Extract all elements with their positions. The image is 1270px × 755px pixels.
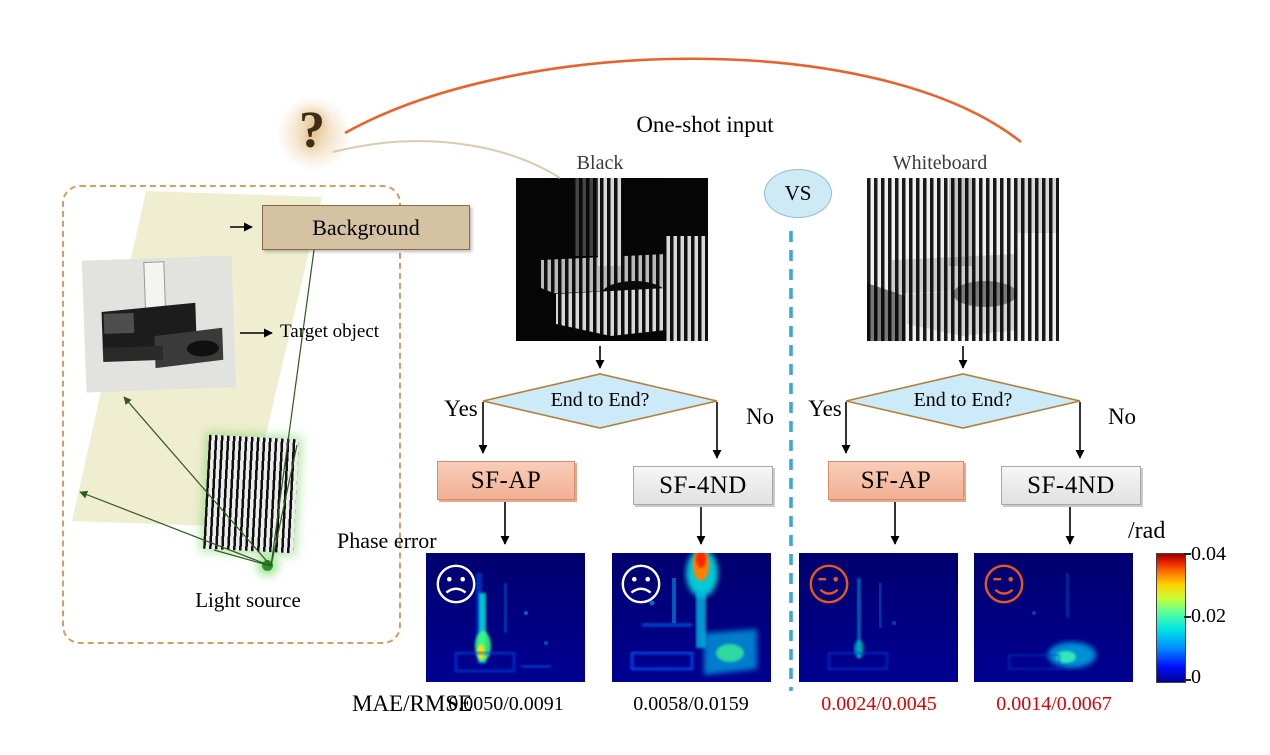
yes-label-whiteboard: Yes xyxy=(808,396,842,421)
mae-rmse-value-black-sf4nd: 0.0058/0.0159 xyxy=(633,693,749,715)
mae-rmse-value-whiteboard-sfap: 0.0024/0.0045 xyxy=(821,693,937,715)
yes-label-black: Yes xyxy=(444,396,478,421)
light-source-icon xyxy=(262,560,273,571)
phase-error-map-whiteboard-sf4nd xyxy=(974,553,1133,682)
colorbar-tick xyxy=(1184,679,1191,681)
fringe-photo-whiteboard xyxy=(867,178,1059,341)
whiteboard-input-label: Whiteboard xyxy=(892,152,988,174)
sf-ap-box-black: SF-AP xyxy=(437,461,575,500)
colorbar xyxy=(1156,553,1186,683)
colorbar-tick-min: 0 xyxy=(1191,666,1201,688)
question-arc xyxy=(332,140,561,179)
setup-panel-frame xyxy=(62,185,401,644)
vs-text: VS xyxy=(784,181,812,205)
colorbar-unit-label: /rad xyxy=(1128,518,1166,544)
decision-question-whiteboard: End to End? xyxy=(913,389,1013,411)
sf-4nd-label: SF-4ND xyxy=(659,471,747,499)
sf-ap-label: SF-AP xyxy=(860,466,932,494)
sf-4nd-box-whiteboard: SF-4ND xyxy=(1001,466,1141,505)
background-label: Background xyxy=(312,215,420,240)
colorbar-tick xyxy=(1184,553,1191,555)
vs-badge: VS xyxy=(764,169,832,218)
decision-question-black: End to End? xyxy=(550,389,650,411)
mae-rmse-value-whiteboard-sf4nd: 0.0014/0.0067 xyxy=(996,693,1112,715)
target-object-photo xyxy=(81,255,237,393)
colorbar-tick-max: 0.04 xyxy=(1191,543,1226,565)
phase-error-map-black-sf4nd xyxy=(611,553,772,682)
sad-face-icon xyxy=(436,564,476,604)
no-label-black: No xyxy=(745,404,775,429)
background-box: Background xyxy=(262,205,470,250)
sf-ap-label: SF-AP xyxy=(470,466,542,494)
sf-ap-box-whiteboard: SF-AP xyxy=(828,461,964,500)
colorbar-tick-mid: 0.02 xyxy=(1191,605,1226,627)
one-shot-input-title: One-shot input xyxy=(636,112,774,137)
sf-4nd-label: SF-4ND xyxy=(1027,471,1115,499)
question-mark-icon: ? xyxy=(299,102,325,159)
sf-4nd-box-black: SF-4ND xyxy=(633,466,773,505)
phase-error-map-whiteboard-sfap xyxy=(799,553,958,682)
happy-wink-face-icon xyxy=(984,564,1024,604)
sad-face-icon xyxy=(621,564,661,604)
phase-error-map-black-sfap xyxy=(426,553,585,682)
mae-rmse-label: MAE/RMSE xyxy=(352,691,473,716)
phase-error-label: Phase error xyxy=(337,528,437,553)
target-object-label: Target object xyxy=(280,321,380,342)
light-source-label: Light source xyxy=(195,588,301,612)
black-input-label: Black xyxy=(576,152,624,174)
mae-rmse-value-black-sfap: 0.0050/0.0091 xyxy=(448,693,564,715)
fringe-photo-black xyxy=(516,178,708,341)
no-label-whiteboard: No xyxy=(1107,404,1137,429)
colorbar-tick xyxy=(1184,616,1191,618)
happy-wink-face-icon xyxy=(809,564,849,604)
fringe-pattern-image xyxy=(203,434,299,554)
